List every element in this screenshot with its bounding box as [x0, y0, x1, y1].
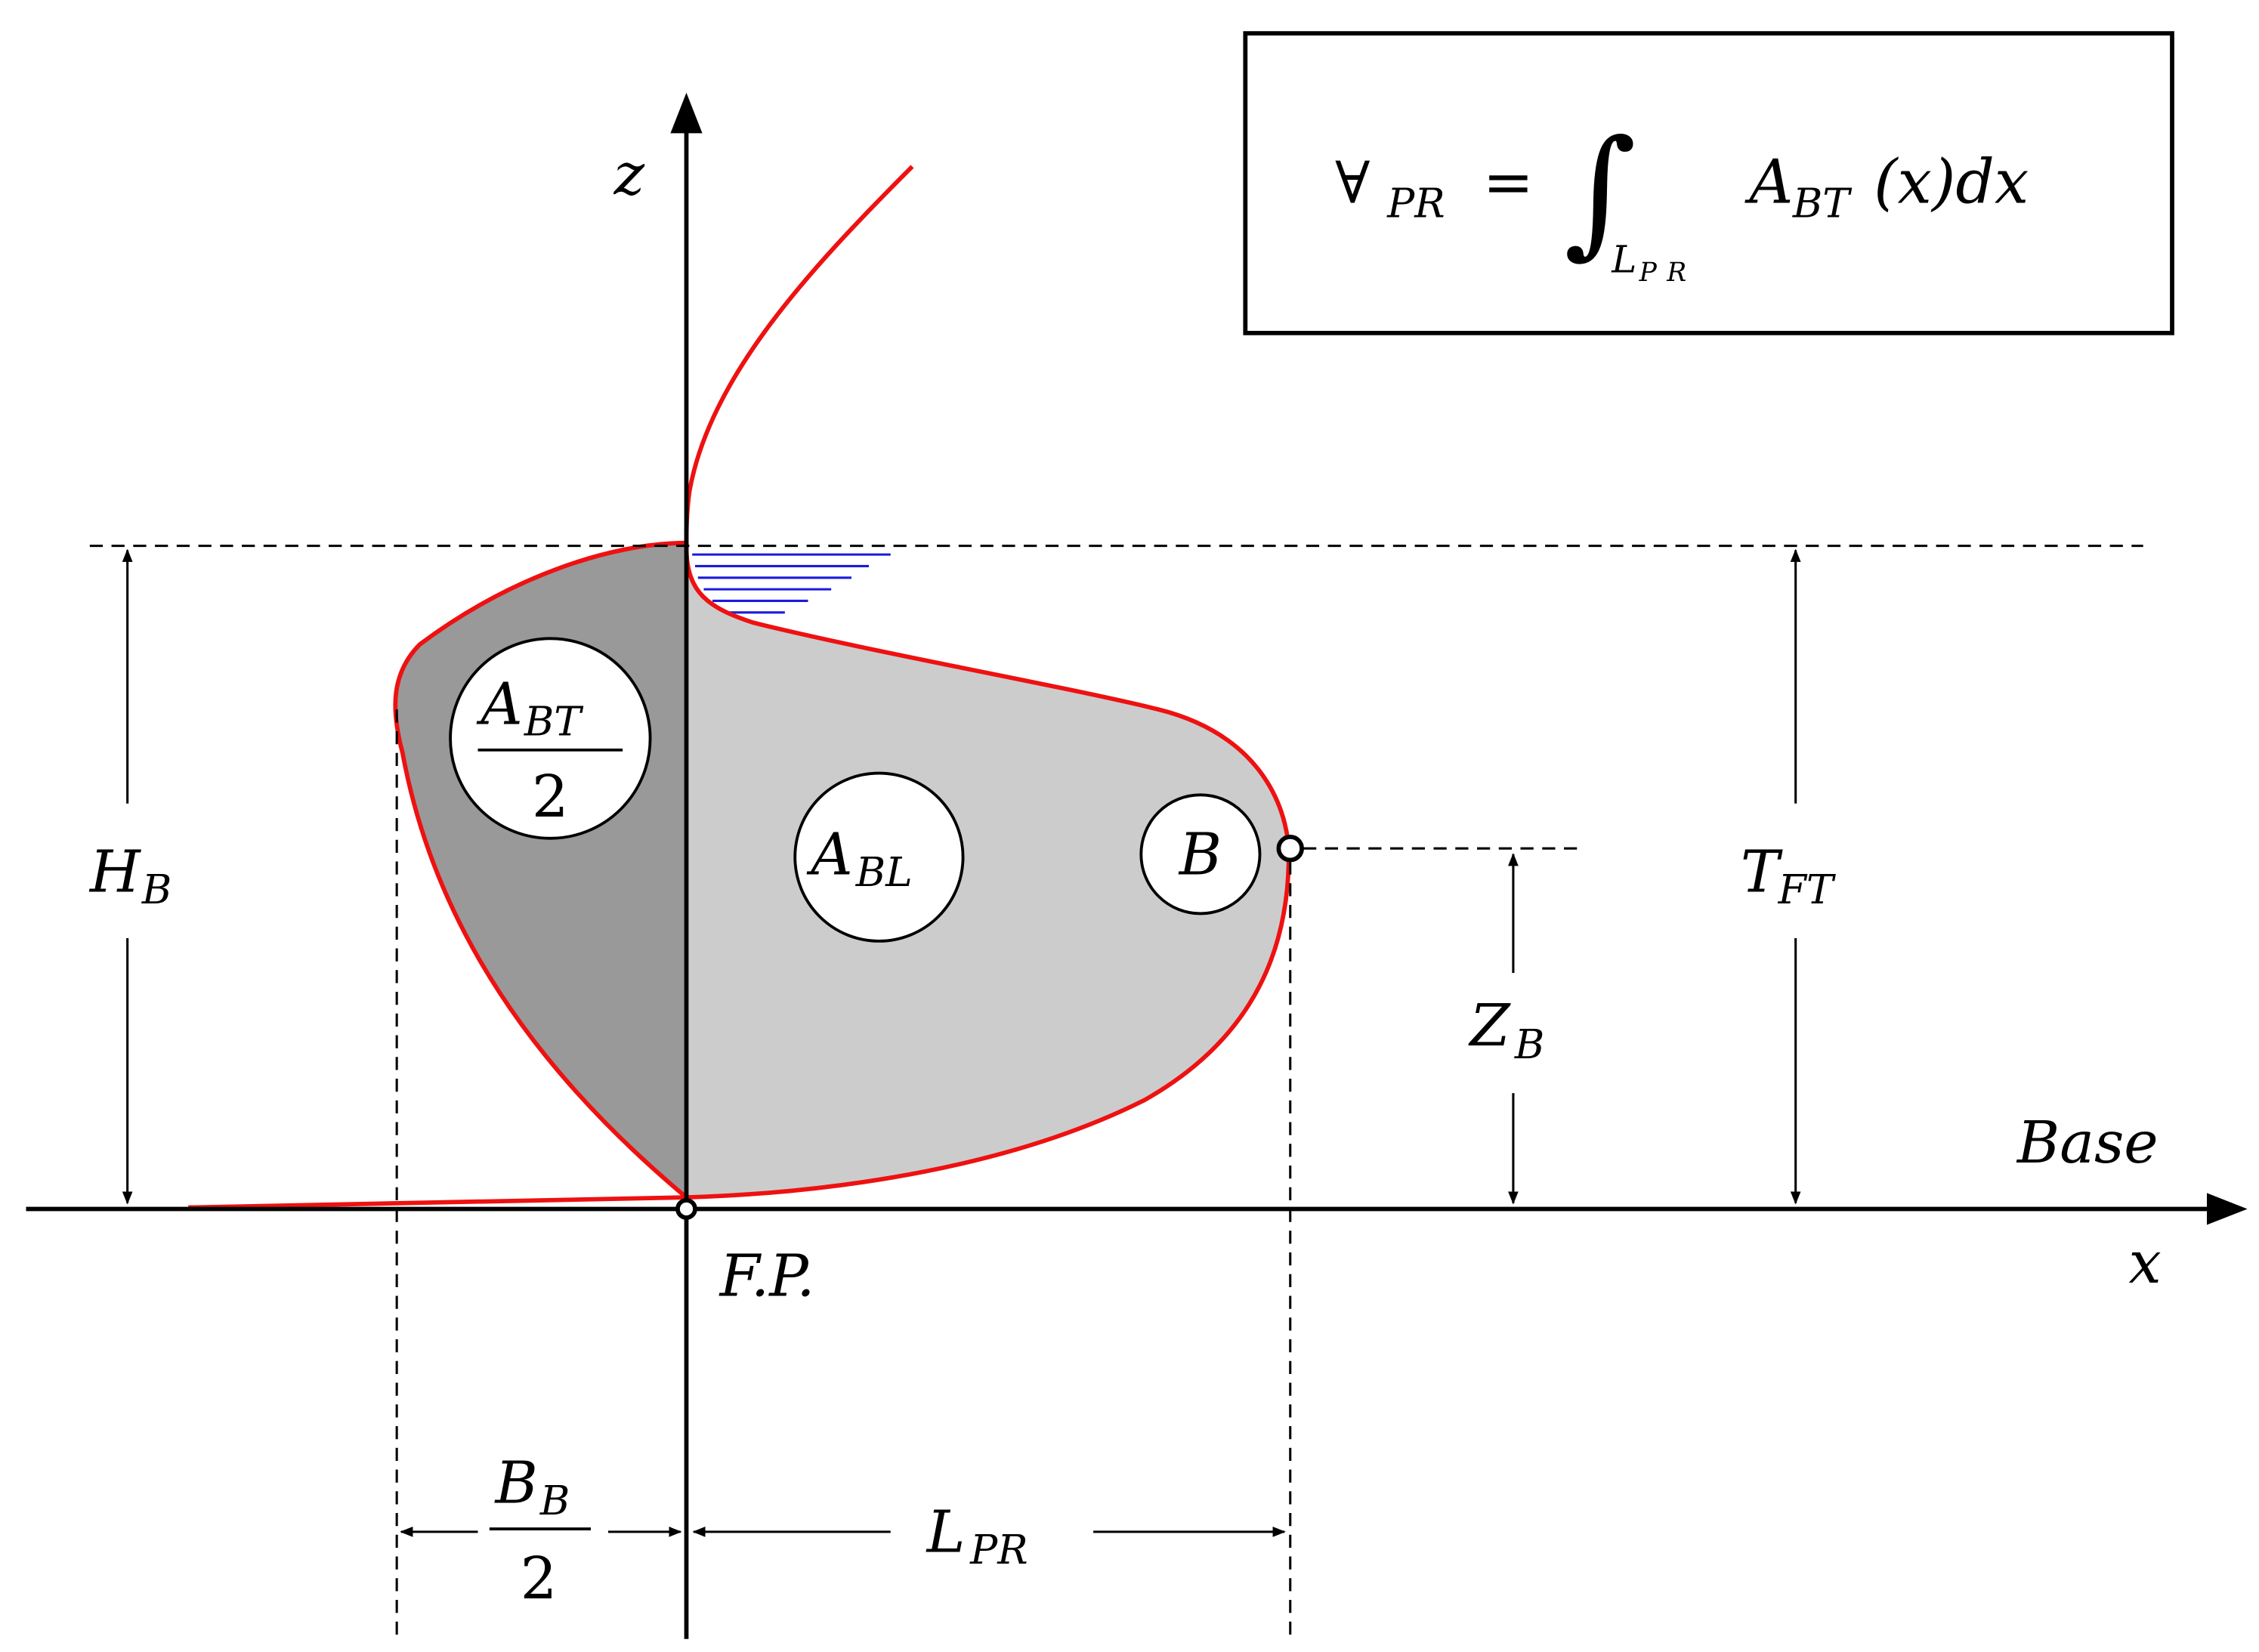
zb-label: Z — [1468, 993, 1511, 1060]
bulb-profile-curve — [684, 547, 1291, 1200]
area-argument: (x)dx — [1874, 146, 2029, 217]
base-label: Base — [2016, 1110, 2159, 1177]
x-axis-arrowhead — [2207, 1193, 2248, 1225]
equals-sign: = — [1483, 146, 1534, 217]
tft-label: T — [1741, 839, 1783, 906]
hb-label: H — [88, 839, 142, 906]
integral-limit-pr: PR — [1639, 258, 1697, 288]
lateral-area-region — [686, 547, 1289, 1198]
bb-half-label: B B 2 — [489, 1450, 591, 1613]
centroid-point-marker — [1276, 835, 1304, 863]
bulb-section-curve — [393, 540, 688, 1200]
abt-half-numerator: A — [476, 671, 522, 738]
abt-half-circle — [449, 637, 652, 840]
keel-line — [188, 1195, 687, 1210]
integral-sign: ∫ — [1564, 110, 1636, 272]
zb-subscript: B — [1514, 1021, 1544, 1068]
volume-formula: ∀ PR = ∫ L PR A BT (x)dx — [1335, 110, 2029, 288]
integral-limit-l: L — [1611, 237, 1636, 281]
bb-numerator-sub: B — [539, 1477, 570, 1524]
reference-lines — [89, 545, 2143, 1636]
abl-symbol: A — [806, 822, 852, 889]
hb-subscript: B — [141, 866, 172, 913]
bb-denominator: 2 — [521, 1545, 558, 1613]
abl-circle — [793, 771, 965, 943]
lpr-label: L — [926, 1499, 966, 1567]
lpr-subscript: PR — [969, 1526, 1028, 1573]
z-axis-arrowhead — [670, 92, 703, 134]
volume-subscript: PR — [1386, 180, 1445, 227]
abt-half-numerator-sub: BT — [524, 698, 584, 746]
bb-numerator: B — [494, 1450, 538, 1518]
volume-symbol: ∀ — [1335, 150, 1370, 217]
waterline-hatch — [692, 553, 891, 614]
abt-half-denominator: 2 — [532, 764, 569, 831]
centroid-circle — [1139, 793, 1262, 916]
abl-subscript: BL — [855, 848, 913, 896]
centroid-symbol: B — [1178, 822, 1222, 889]
z-axis-label: z — [613, 141, 645, 208]
abl-label: A BL — [793, 771, 965, 943]
abt-half-label: A BT 2 — [449, 637, 652, 840]
area-subscript: BT — [1792, 180, 1853, 227]
x-axis-label: x — [2129, 1230, 2162, 1297]
formula-box — [1243, 31, 2174, 335]
centroid-label: B — [1139, 793, 1262, 916]
tft-subscript: FT — [1778, 866, 1837, 913]
area-symbol: A — [1744, 146, 1793, 217]
origin-point-marker — [675, 1198, 697, 1220]
forward-perpendicular-label: F.P. — [718, 1243, 815, 1310]
stem-curve — [684, 165, 914, 548]
dimension-arrows — [122, 548, 1801, 1537]
